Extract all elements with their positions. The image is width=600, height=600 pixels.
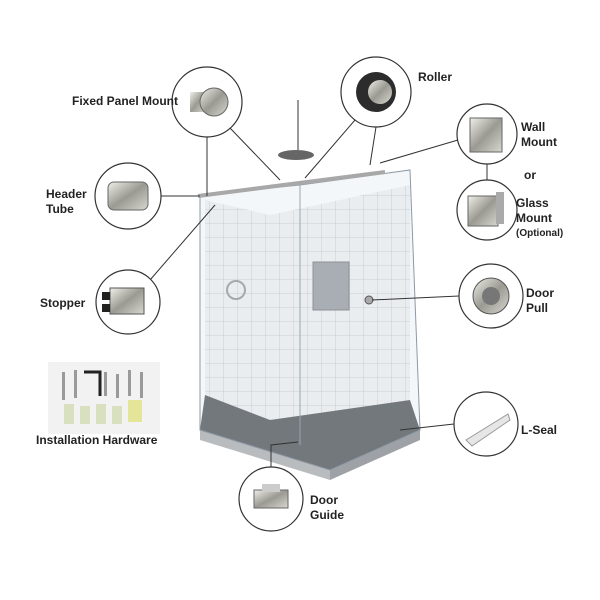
label-text: Door (310, 493, 338, 507)
header-tube-icon (107, 181, 149, 211)
l-seal-icon (465, 413, 511, 447)
label-text: Guide (310, 508, 345, 522)
glass-panels (199, 169, 421, 471)
door-pull-icon (472, 277, 510, 315)
header-tube (197, 170, 386, 198)
fixed-panel-mount-icon (190, 87, 229, 117)
niche (312, 261, 350, 311)
label-text: Mount (521, 135, 557, 149)
label-roller: Roller (418, 70, 453, 84)
label-text: Header (46, 187, 87, 201)
label-installation-hardware: Installation Hardware (36, 433, 158, 447)
label-text: Pull (526, 301, 549, 315)
shower-head (278, 150, 314, 160)
door-guide-icon (253, 484, 289, 509)
label-text: Glass (516, 196, 549, 210)
installation-hardware-image (48, 362, 160, 434)
label-fixed-panel-mount: Fixed Panel Mount (72, 94, 179, 108)
label-stopper: Stopper (40, 296, 86, 310)
l-seal-circle (453, 391, 519, 457)
wall-mount-icon (469, 117, 503, 153)
glass-mount-icon (467, 192, 504, 227)
label-text: (Optional) (516, 228, 564, 239)
roller-icon (356, 72, 396, 112)
shower-valve (226, 280, 246, 300)
label-text: Wall (521, 120, 546, 134)
shower-base (200, 395, 420, 470)
stopper-icon (102, 287, 145, 315)
label-text: Mount (516, 211, 552, 225)
leader-lines (149, 119, 488, 467)
label-text: Tube (46, 202, 74, 216)
left-wall (205, 200, 270, 420)
label-l-seal: L-Seal (521, 423, 558, 437)
label-or: or (524, 168, 536, 182)
label-text: Door (526, 286, 554, 300)
